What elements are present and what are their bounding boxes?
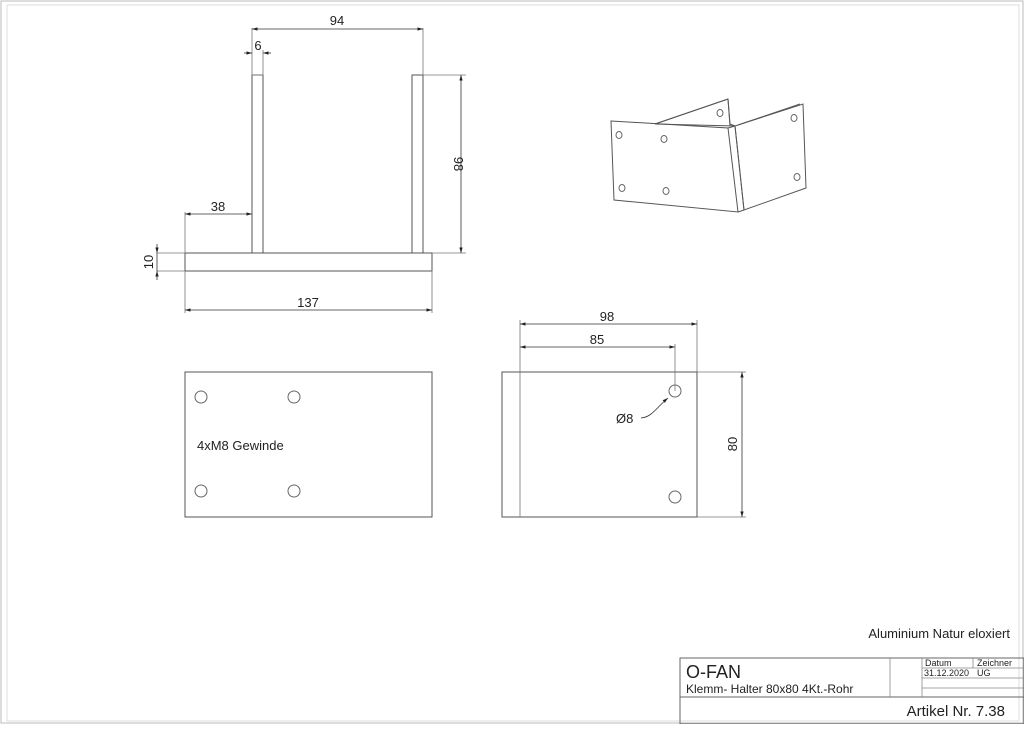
dim-98-vertical: 98 xyxy=(451,157,466,171)
drawer-label: Zeichner xyxy=(977,658,1012,668)
dim-85: 85 xyxy=(590,332,604,347)
dim-98-side: 98 xyxy=(600,309,614,324)
dim-137: 137 xyxy=(297,295,319,310)
dim-diameter-8: Ø8 xyxy=(616,411,633,426)
iso-view xyxy=(610,98,807,213)
dim-80: 80 xyxy=(725,437,740,451)
part-title: Klemm- Halter 80x80 4Kt.-Rohr xyxy=(686,682,853,696)
article-number: Artikel Nr. 7.38 xyxy=(907,703,1005,720)
dim-94: 94 xyxy=(330,13,344,28)
title-block: O-FAN Klemm- Halter 80x80 4Kt.-Rohr Datu… xyxy=(679,657,1024,725)
side-view: 98 85 Ø8 80 xyxy=(501,309,746,518)
thread-note: 4xM8 Gewinde xyxy=(197,438,284,453)
front-view: 94 6 98 38 10 137 xyxy=(141,13,466,313)
drawer-value: UG xyxy=(977,668,991,678)
bottom-view: 4xM8 Gewinde xyxy=(184,371,433,518)
date-value: 31.12.2020 xyxy=(924,668,969,678)
company-name: O-FAN xyxy=(686,662,741,682)
dim-38: 38 xyxy=(211,199,225,214)
material-note: Aluminium Natur eloxiert xyxy=(868,626,1010,641)
dim-6: 6 xyxy=(254,38,261,53)
dim-10: 10 xyxy=(141,255,156,269)
date-label: Datum xyxy=(925,658,952,668)
